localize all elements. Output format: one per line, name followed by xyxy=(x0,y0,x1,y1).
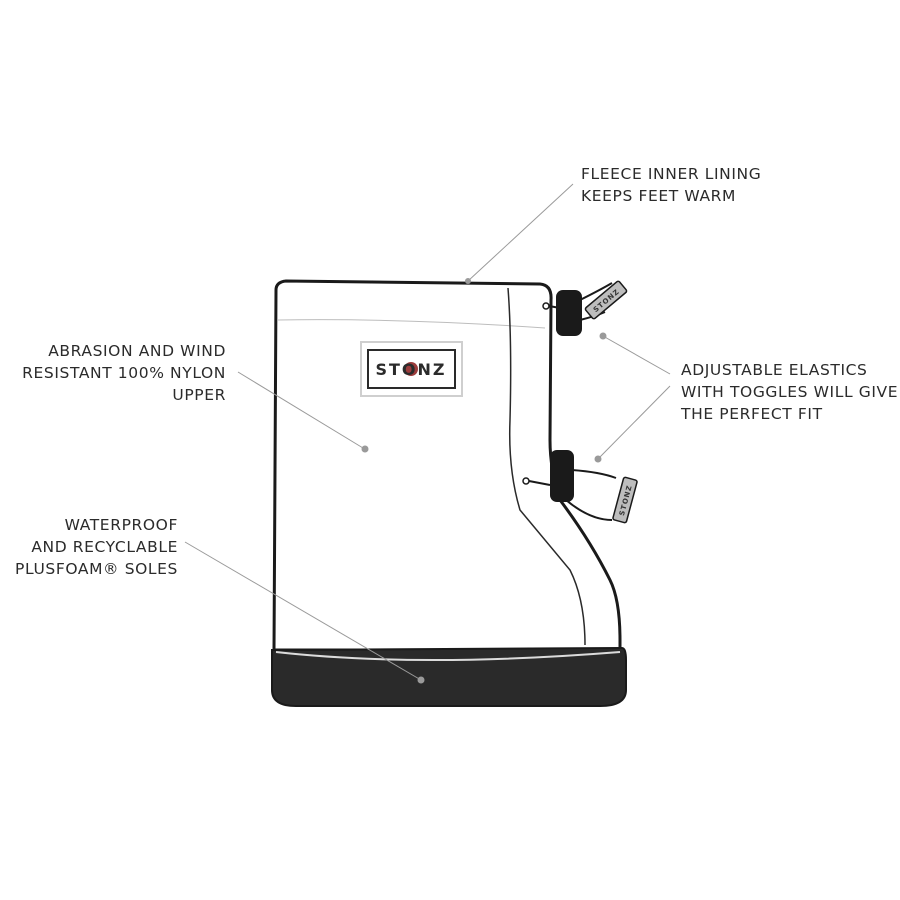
callout-line: ABRASION AND WIND xyxy=(48,342,226,360)
dot-elastics-upper xyxy=(599,332,607,340)
callout-line: FLEECE INNER LINING xyxy=(581,165,762,183)
boot-sole xyxy=(271,646,627,707)
leader-elastics-lower xyxy=(597,385,671,460)
callout-nylon-upper: ABRASION AND WIND RESISTANT 100% NYLON U… xyxy=(22,340,226,406)
leader-lines xyxy=(184,183,671,681)
callout-line: UPPER xyxy=(172,386,226,404)
dot-soles xyxy=(417,676,425,684)
leader-soles xyxy=(184,541,422,681)
leader-fleece xyxy=(467,183,574,282)
leader-dots xyxy=(361,278,607,684)
toggle-icon: STONZ xyxy=(522,450,638,524)
dot-elastics-lower xyxy=(594,455,602,463)
boot-illustration: STONZ STONZ STONZ xyxy=(271,279,638,707)
stonz-logo: STONZ xyxy=(360,341,463,397)
callout-plusfoam-soles: WATERPROOF AND RECYCLABLE PLUSFOAM® SOLE… xyxy=(15,514,178,580)
logo-text: STONZ xyxy=(375,360,446,379)
callout-adjustable-elastics: ADJUSTABLE ELASTICS WITH TOGGLES WILL GI… xyxy=(681,359,898,425)
callout-line: WITH TOGGLES WILL GIVE xyxy=(681,383,899,401)
callout-line: PLUSFOAM® SOLES xyxy=(15,560,178,578)
callout-fleece-lining: FLEECE INNER LINING KEEPS FEET WARM xyxy=(581,163,761,207)
callout-line: WATERPROOF xyxy=(64,516,178,534)
toggle-icon: STONZ xyxy=(542,280,628,336)
dot-nylon xyxy=(361,445,369,453)
sole-highlight xyxy=(275,651,621,661)
leader-nylon xyxy=(237,371,364,449)
callout-line: ADJUSTABLE ELASTICS xyxy=(681,361,868,379)
shaft-seam xyxy=(507,287,586,646)
callout-line: AND RECYCLABLE xyxy=(31,538,178,556)
leader-elastics-upper xyxy=(602,335,671,375)
lining-seam xyxy=(277,319,546,329)
callout-line: THE PERFECT FIT xyxy=(681,405,823,423)
dot-fleece xyxy=(465,278,471,284)
callout-line: KEEPS FEET WARM xyxy=(581,187,736,205)
callout-line: RESISTANT 100% NYLON xyxy=(22,364,226,382)
